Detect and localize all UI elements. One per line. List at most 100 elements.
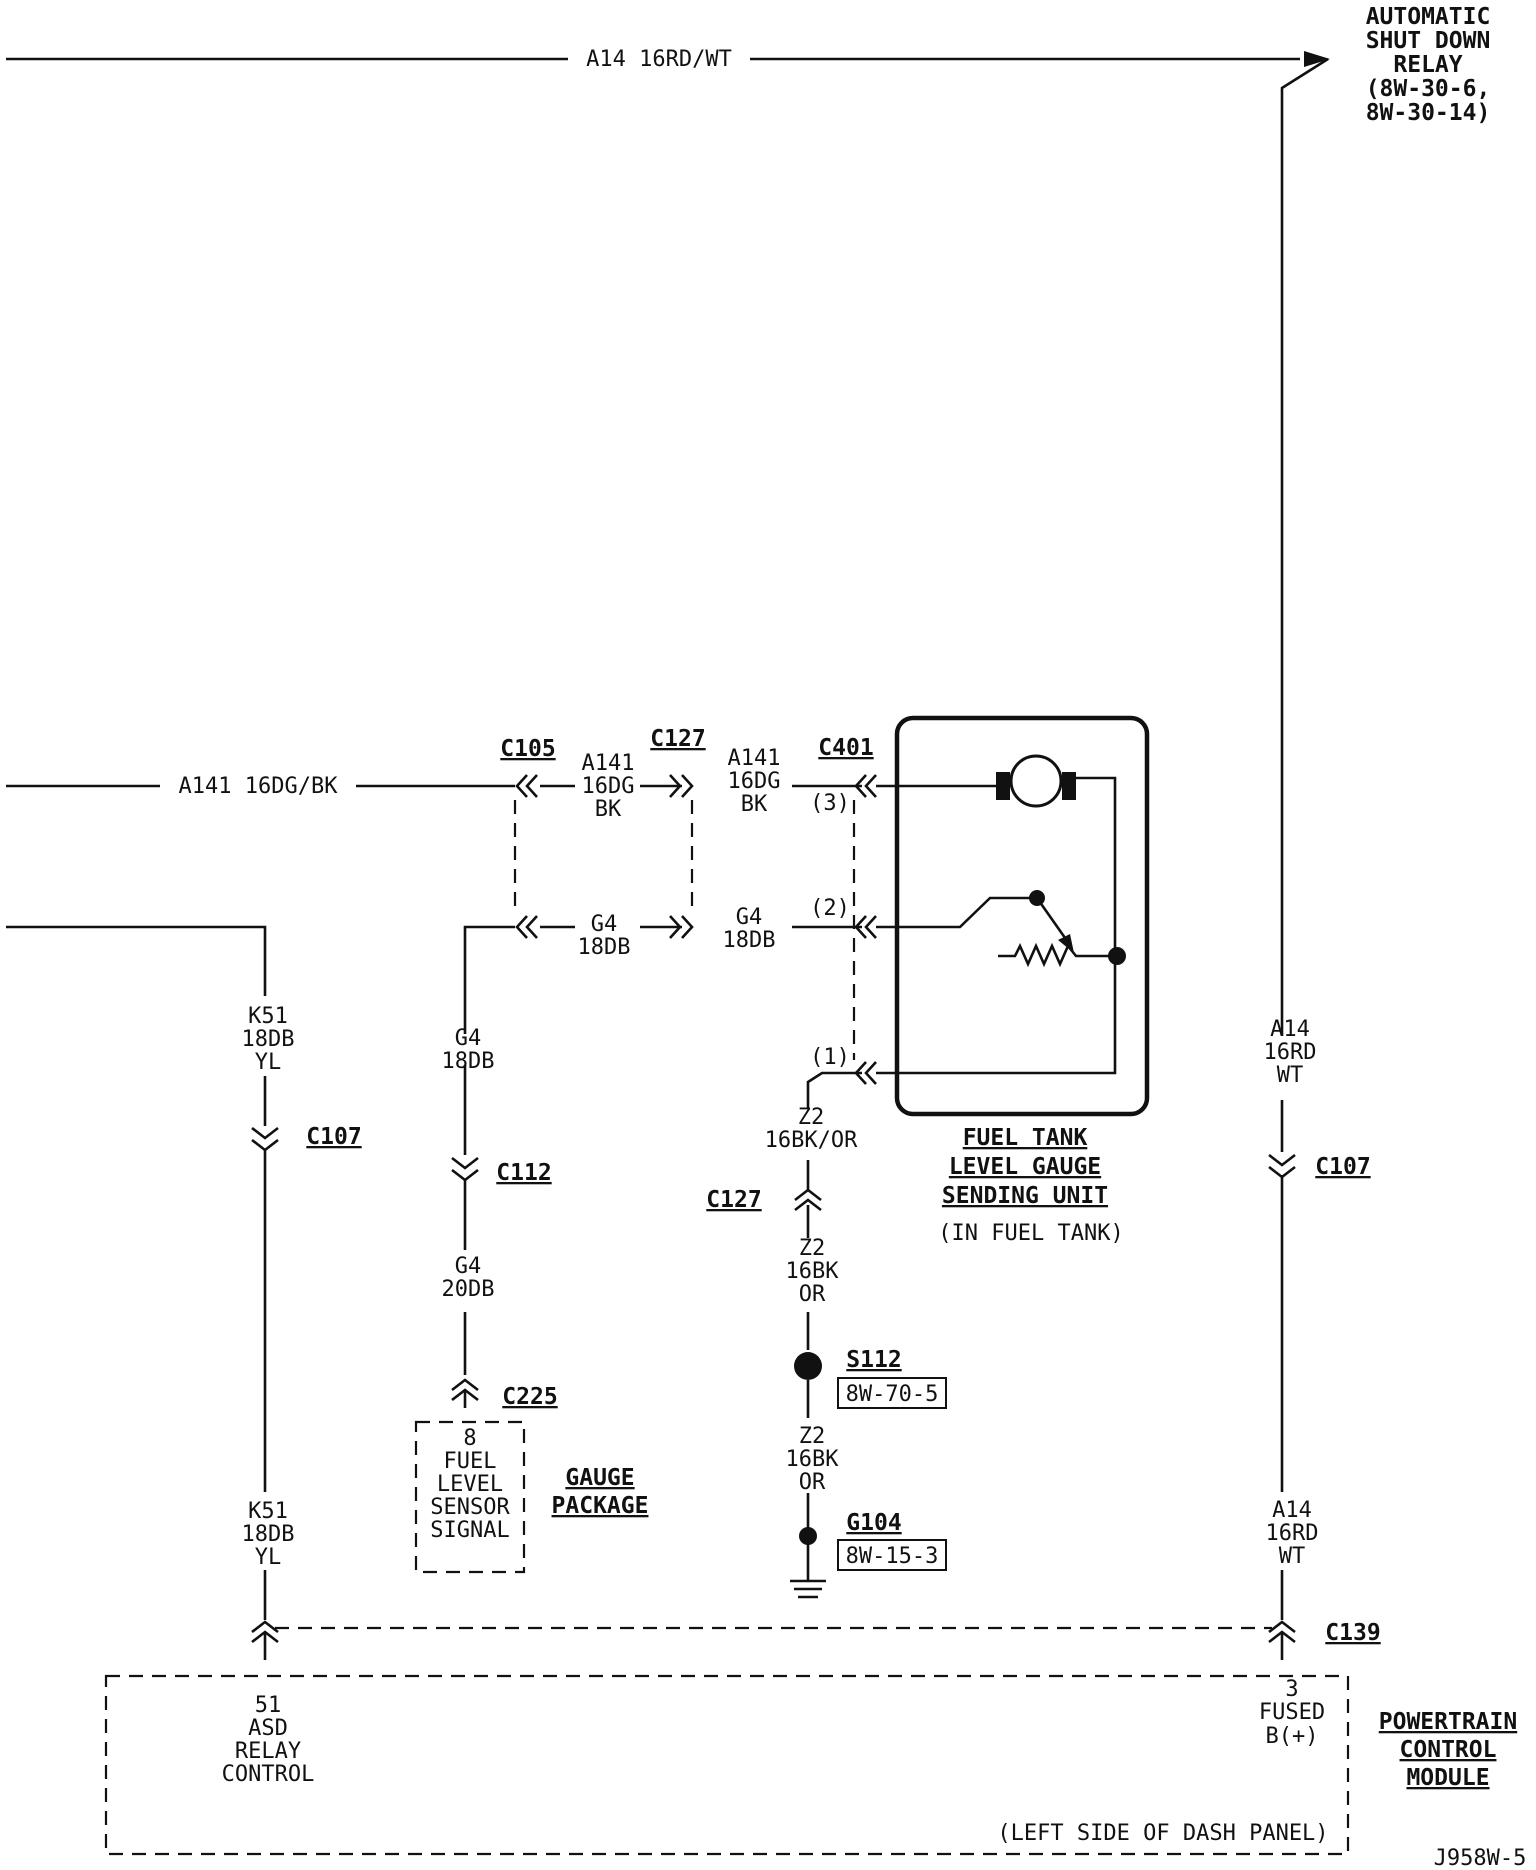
sending-unit-location: (IN FUEL TANK): [938, 1221, 1123, 1246]
z2-b-line3: OR: [799, 1282, 826, 1307]
z2-a-line1: Z2: [798, 1105, 825, 1130]
z2-b-line2: 16BK: [786, 1259, 840, 1284]
relay-ref-2: 8W-30-14): [1366, 100, 1491, 126]
k51-lower-line1: K51: [248, 1499, 288, 1524]
pcm-fused-1: FUSED: [1259, 1700, 1325, 1725]
pcm-name-3: MODULE: [1406, 1765, 1489, 1791]
g4-c105-line1: G4: [591, 912, 618, 937]
wire-z2-top: [806, 1071, 862, 1108]
gauge-terminal-3: SENSOR: [430, 1495, 510, 1520]
a14-upper-line1: A14: [1270, 1017, 1310, 1042]
gauge-pin-8: 8: [463, 1426, 476, 1451]
relay-label: AUTOMATIC SHUT DOWN RELAY (8W-30-6, 8W-3…: [1366, 4, 1491, 126]
gauge-terminal-2: LEVEL: [437, 1472, 503, 1497]
c127-top-label: C127: [650, 726, 705, 752]
g4-c127-line1: G4: [736, 905, 763, 930]
c127-z2-connector: [794, 1188, 822, 1212]
relay-name-3: RELAY: [1393, 52, 1462, 78]
c401-label: C401: [818, 735, 873, 761]
figure-id: J958W-5: [1434, 1846, 1527, 1870]
c107-right-connector: [1268, 1153, 1296, 1179]
gauge-terminal-4: SIGNAL: [430, 1518, 509, 1543]
k51-upper-line1: K51: [248, 1004, 288, 1029]
g104-ground-dot: [799, 1527, 817, 1545]
pcm-name-2: CONTROL: [1400, 1737, 1497, 1763]
a141-c105-line3: BK: [595, 797, 622, 822]
sending-unit-name-2: LEVEL GAUGE: [949, 1154, 1101, 1180]
k51-upper-line3: YL: [255, 1050, 282, 1075]
sending-unit-name-1: FUEL TANK: [963, 1125, 1088, 1151]
k51-upper-line2: 18DB: [242, 1027, 295, 1052]
pcm-asd-1: ASD: [248, 1716, 288, 1741]
pcm-asd-2: RELAY: [235, 1739, 301, 1764]
relay-arrow-head: [1304, 51, 1330, 67]
a141-c127-line1: A141: [728, 746, 781, 771]
g104-ref: 8W-15-3: [846, 1544, 939, 1569]
g4-lower-line2: 20DB: [442, 1277, 495, 1302]
c112-connector: [451, 1156, 479, 1182]
g4-upper-line1: G4: [455, 1026, 482, 1051]
g104-ref-box: [837, 1539, 947, 1571]
pcm-fused-2: B(+): [1266, 1724, 1319, 1749]
c107-left-connector: [251, 1126, 279, 1152]
c401-pin3-connector: [854, 774, 877, 798]
pcm-name-1: POWERTRAIN: [1379, 1709, 1517, 1735]
c105-a141-connector: [515, 774, 538, 798]
pcm-pin-51: 51: [255, 1693, 282, 1718]
c139-label: C139: [1325, 1620, 1380, 1646]
pcm-box: [104, 1674, 1350, 1856]
c127-z2-label: C127: [706, 1187, 761, 1213]
gauge-terminal-1: FUEL: [444, 1449, 497, 1474]
a141-c105-line1: A141: [582, 751, 635, 776]
c105-label: C105: [500, 736, 555, 762]
s112-ref-box: [837, 1377, 947, 1409]
z2-c-line2: 16BK: [786, 1447, 840, 1472]
pin-c401-3: (3): [810, 791, 850, 816]
a141-c105-line2: 16DG: [582, 774, 635, 799]
c401-pin1-connector: [854, 1061, 877, 1085]
z2-c-line3: OR: [799, 1470, 826, 1495]
c105-g4-connector: [515, 915, 538, 939]
c127-g4-connector: [669, 915, 694, 939]
a14-upper-line3: WT: [1277, 1063, 1304, 1088]
wire-k51-top: [6, 925, 267, 996]
c107-left-label: C107: [306, 1124, 361, 1150]
k51-lower-line3: YL: [255, 1545, 282, 1570]
pump-motor-icon: [876, 754, 1117, 1075]
z2-b-line1: Z2: [799, 1236, 826, 1261]
k51-lower-line2: 18DB: [242, 1522, 295, 1547]
wire-g4-to-c105: [463, 925, 515, 1034]
g4-upper-line2: 18DB: [442, 1049, 495, 1074]
c401-pin2-connector: [854, 915, 877, 939]
s112-splice-dot: [794, 1352, 822, 1380]
wire-label-a141-left: A141 16DG/BK: [179, 774, 339, 799]
z2-a-line2: 16BK/OR: [765, 1128, 858, 1153]
a14-upper-line2: 16RD: [1264, 1040, 1317, 1065]
c139-pin51-connector: [251, 1620, 279, 1660]
pcm-pin-3: 3: [1285, 1677, 1298, 1702]
gauge-package-box: [414, 1420, 526, 1574]
sending-unit-name-3: SENDING UNIT: [942, 1183, 1108, 1209]
a141-c127-line2: 16DG: [728, 769, 781, 794]
relay-name-2: SHUT DOWN: [1366, 28, 1491, 54]
s112-label: S112: [846, 1347, 901, 1373]
pcm-asd-3: CONTROL: [222, 1762, 315, 1787]
z2-c-line1: Z2: [799, 1424, 826, 1449]
g104-label: G104: [846, 1510, 901, 1536]
variable-resistor-icon: [876, 890, 1126, 968]
pin-c401-2: (2): [810, 896, 850, 921]
wire-label-a14-top: A14 16RD/WT: [586, 47, 732, 72]
a141-c127-line3: BK: [741, 792, 768, 817]
c127-a141-connector: [669, 774, 694, 798]
a14-lower-line2: 16RD: [1266, 1521, 1319, 1546]
c139-pin3-connector: [1268, 1620, 1296, 1660]
g4-c127-line2: 18DB: [723, 928, 776, 953]
gauge-package-name-2: PACKAGE: [552, 1493, 649, 1519]
pin-c401-1: (1): [810, 1045, 850, 1070]
pcm-location: (LEFT SIDE OF DASH PANEL): [997, 1821, 1328, 1846]
sending-unit-box: [894, 715, 1150, 1117]
relay-ref-1: (8W-30-6,: [1366, 76, 1491, 102]
s112-ref: 8W-70-5: [846, 1382, 939, 1407]
g4-lower-line1: G4: [455, 1254, 482, 1279]
